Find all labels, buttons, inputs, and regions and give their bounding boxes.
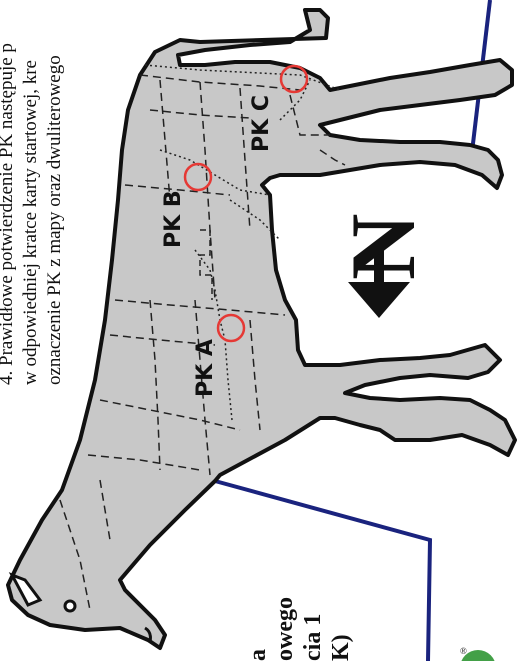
legend-line-2: owego [272,597,298,661]
north-arrow-head [348,282,410,318]
legend-text: a owego cia 1 K) [245,597,354,661]
instructions-line-2: w odpowiedniej kratce karty startowej, k… [20,60,41,385]
registered-mark: ® [460,646,467,656]
north-arrow-letter: N [332,214,434,280]
legend-line-4: K) [328,634,354,661]
legend-line-1: a [245,649,271,661]
horse-eye [65,601,75,611]
north-arrow: N [332,214,434,318]
checkpoint-label-a: PK A [193,339,218,397]
instructions-text: 4. Prawidłowe potwierdzenie PK następuje… [0,43,65,385]
checkpoint-label-b: PK B [161,190,186,248]
instructions-line-3: oznaczenie PK z mapy oraz dwuliterowego [44,55,65,385]
instructions-line-1: 4. Prawidłowe potwierdzenie PK następuje… [0,43,17,385]
checkpoint-label-c: PK C [249,95,274,152]
legend-line-3: cia 1 [300,614,326,661]
